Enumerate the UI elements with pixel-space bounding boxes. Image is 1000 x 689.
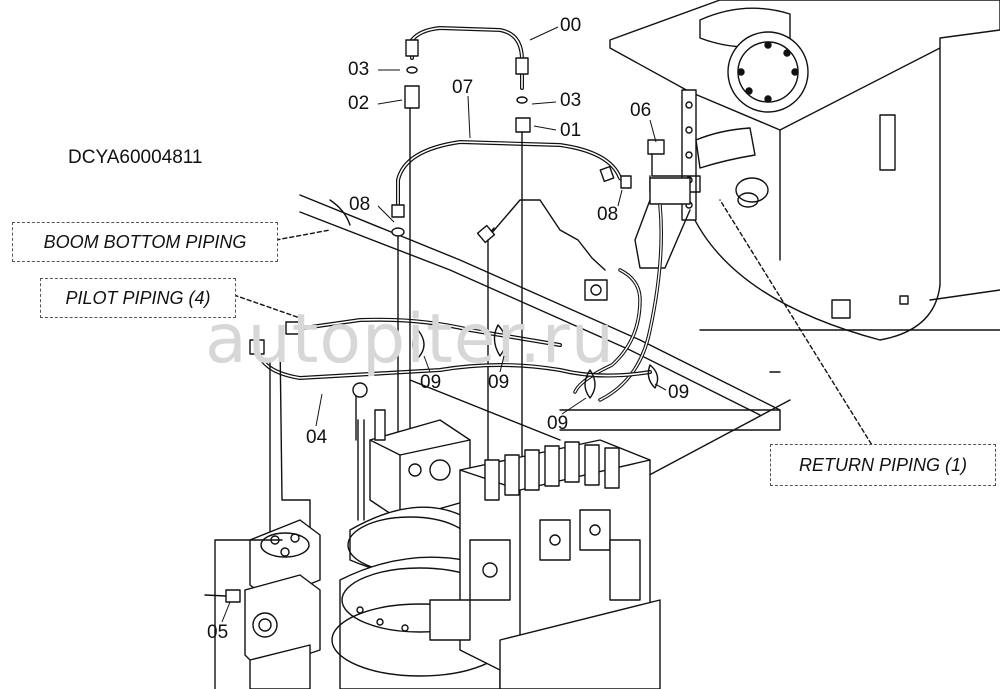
pilot-pipe: [476, 199, 606, 461]
hose-07: [391, 140, 632, 237]
part-label-06: 06: [630, 100, 652, 121]
return-line: [573, 203, 663, 402]
part-label-04: 04: [306, 427, 328, 448]
part-label-03: 03: [348, 59, 370, 80]
callout-pilot-piping: PILOT PIPING (4): [40, 278, 236, 318]
part-label-09: 09: [668, 382, 690, 403]
part-label-03: 03: [560, 90, 582, 111]
callout-return-piping: RETURN PIPING (1): [770, 444, 996, 486]
swing-motor-assembly: [331, 409, 509, 689]
part-label-07: 07: [452, 77, 474, 98]
callout-leaders: [233, 199, 876, 451]
part-label-00: 00: [560, 15, 582, 36]
part-label-09: 09: [488, 372, 510, 393]
hose-00: [404, 26, 531, 133]
control-valve-block: [429, 439, 661, 689]
pilot-valve-05: [204, 519, 321, 689]
callout-boom-bottom-piping: BOOM BOTTOM PIPING: [12, 222, 278, 262]
drawing-code: DCYA60004811: [68, 147, 203, 168]
upper-frame-lines: [299, 194, 791, 481]
part-label-01: 01: [560, 120, 582, 141]
part-label-02: 02: [348, 93, 370, 114]
part-label-08: 08: [349, 194, 371, 215]
part-label-05: 05: [207, 622, 229, 643]
clamps-09: [352, 324, 659, 441]
hydraulic-tank: [609, 0, 1000, 373]
fitting-06: [634, 139, 701, 269]
leader-lines: [397, 107, 523, 471]
part-label-09: 09: [420, 372, 442, 393]
part-label-09: 09: [547, 413, 569, 434]
part-label-08: 08: [597, 204, 619, 225]
